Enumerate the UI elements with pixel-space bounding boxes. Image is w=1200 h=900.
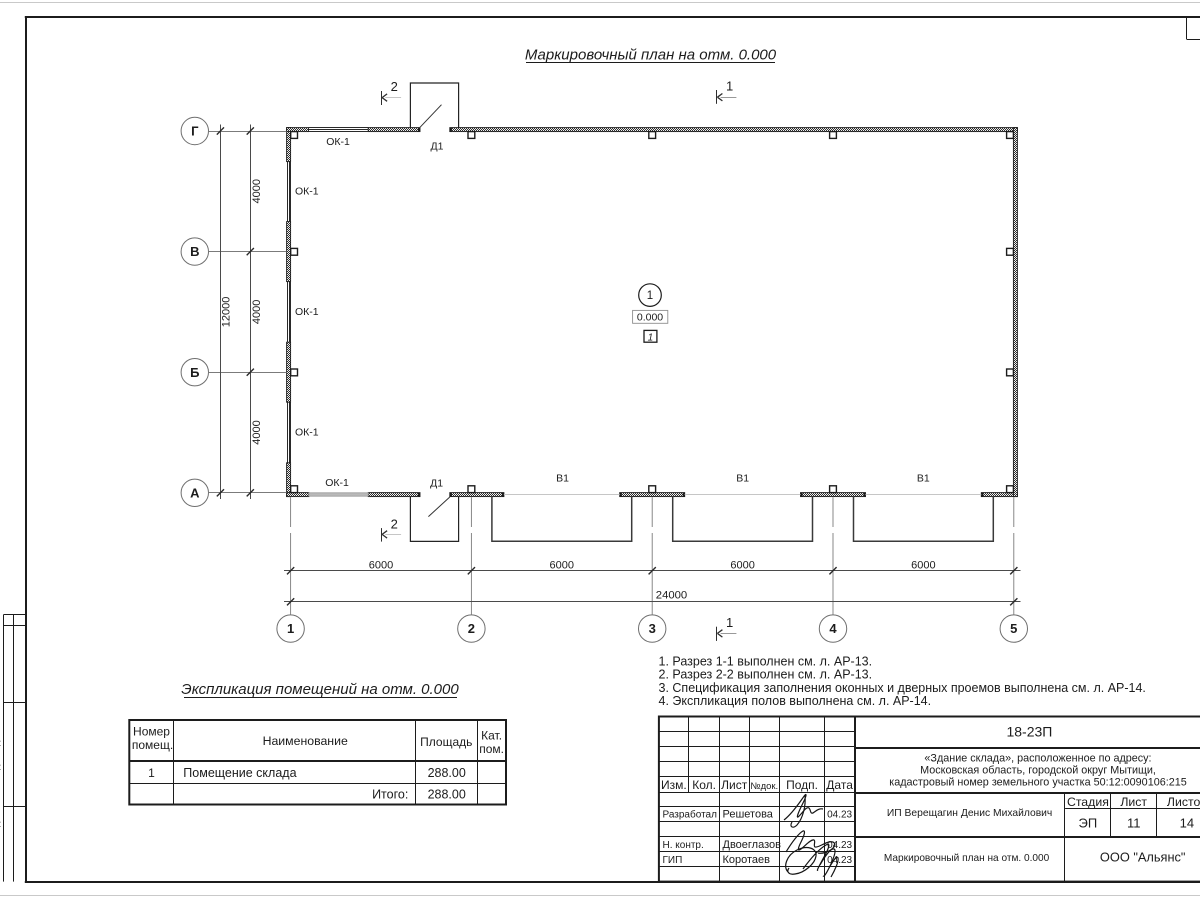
svg-text:Номер: Номер xyxy=(133,725,170,739)
svg-text:Н. контр.: Н. контр. xyxy=(663,840,704,851)
svg-text:2: 2 xyxy=(391,79,398,94)
svg-text:288.00: 288.00 xyxy=(428,788,466,802)
svg-text:1: 1 xyxy=(647,290,653,302)
svg-text:6000: 6000 xyxy=(911,559,935,571)
svg-text:04.23: 04.23 xyxy=(827,840,852,851)
svg-text:2: 2 xyxy=(468,621,475,636)
svg-text:1: 1 xyxy=(287,621,294,636)
svg-text:А: А xyxy=(190,485,200,500)
svg-text:1. Разрез 1-1 выполнен см. л.: 1. Разрез 1-1 выполнен см. л. АР-13. xyxy=(659,655,873,669)
svg-text:6000: 6000 xyxy=(730,559,754,571)
svg-text:ОК-1: ОК-1 xyxy=(295,306,319,318)
svg-text:Листов: Листов xyxy=(1167,795,1200,809)
svg-text:18-23П: 18-23П xyxy=(1006,724,1052,740)
svg-text:«Здание склада», расположенное: «Здание склада», расположенное по адресу… xyxy=(924,753,1151,765)
svg-text:1: 1 xyxy=(726,79,733,94)
svg-text:ООО "Альянс": ООО "Альянс" xyxy=(1100,849,1186,864)
svg-text:ОК-1: ОК-1 xyxy=(325,477,349,489)
svg-text:Д1: Д1 xyxy=(430,478,443,490)
svg-text:ОК-1: ОК-1 xyxy=(295,186,319,198)
svg-text:№док.: №док. xyxy=(750,781,778,792)
svg-text:2: 2 xyxy=(391,517,398,532)
svg-text:Подп.: Подп. xyxy=(786,778,818,792)
svg-text:ИП Верещагин Денис Михайлович: ИП Верещагин Денис Михайлович xyxy=(887,808,1052,819)
svg-text:В1: В1 xyxy=(556,473,569,485)
svg-text:Д1: Д1 xyxy=(431,141,444,153)
svg-text:4000: 4000 xyxy=(251,300,263,324)
svg-text:Лист: Лист xyxy=(721,778,748,792)
svg-text:1: 1 xyxy=(148,766,155,780)
svg-text:Итого:: Итого: xyxy=(372,788,408,802)
svg-text:4. Экспликация полов выполнена: 4. Экспликация полов выполнена см. л. АР… xyxy=(659,694,932,708)
svg-text:ОК-1: ОК-1 xyxy=(295,427,319,439)
svg-text:Площадь: Площадь xyxy=(420,735,472,749)
svg-text:пом.: пом. xyxy=(479,742,504,756)
svg-text:Кол.: Кол. xyxy=(692,778,716,792)
svg-text:14: 14 xyxy=(1180,816,1194,831)
svg-text:3. Спецификация заполнения око: 3. Спецификация заполнения оконных и две… xyxy=(659,681,1146,695)
svg-text:0.000: 0.000 xyxy=(637,312,663,324)
svg-text:Маркировочный план на отм. 0.0: Маркировочный план на отм. 0.000 xyxy=(884,853,1050,864)
svg-text:1: 1 xyxy=(648,332,654,343)
svg-text:Наименование: Наименование xyxy=(263,734,348,748)
svg-text:ЭП: ЭП xyxy=(1079,816,1098,831)
svg-text:Подп. и дата: Подп. и дата xyxy=(0,725,2,782)
svg-text:Стадия: Стадия xyxy=(1067,795,1109,809)
svg-text:кадастровый номер земельного у: кадастровый номер земельного участка 50:… xyxy=(889,776,1186,788)
svg-text:04.23: 04.23 xyxy=(827,810,852,821)
svg-text:помещ.: помещ. xyxy=(132,738,173,752)
svg-text:5: 5 xyxy=(1010,621,1017,636)
svg-text:Взам. инв. №: Взам. инв. № xyxy=(0,634,2,693)
svg-text:Решетова: Решетова xyxy=(723,809,774,821)
svg-text:Г: Г xyxy=(191,124,199,139)
svg-text:Маркировочный план на отм. 0.0: Маркировочный план на отм. 0.000 xyxy=(525,47,777,64)
svg-text:11: 11 xyxy=(1127,816,1141,831)
svg-text:Лист: Лист xyxy=(1120,795,1147,809)
svg-text:Двоеглазов: Двоеглазов xyxy=(723,839,782,851)
svg-text:Кат.: Кат. xyxy=(481,729,502,743)
svg-text:1: 1 xyxy=(726,615,733,630)
svg-text:Инв. № подл.: Инв. № подл. xyxy=(0,813,2,872)
svg-text:4000: 4000 xyxy=(251,179,263,203)
svg-text:ОК-1: ОК-1 xyxy=(326,136,350,148)
svg-text:Помещение склада: Помещение склада xyxy=(183,766,296,780)
svg-text:2. Разрез 2-2 выполнен см. л.: 2. Разрез 2-2 выполнен см. л. АР-13. xyxy=(659,668,873,682)
svg-text:12000: 12000 xyxy=(220,297,232,328)
svg-text:4: 4 xyxy=(829,621,837,636)
svg-text:288.00: 288.00 xyxy=(428,766,466,780)
svg-text:ГИП: ГИП xyxy=(663,855,683,866)
svg-text:04.23: 04.23 xyxy=(827,855,852,866)
svg-text:6000: 6000 xyxy=(550,559,574,571)
svg-text:Изм.: Изм. xyxy=(661,778,687,792)
svg-text:6000: 6000 xyxy=(369,559,393,571)
svg-text:24000: 24000 xyxy=(656,590,687,602)
svg-text:Московская область, городской: Московская область, городской округ Мыти… xyxy=(920,765,1156,777)
svg-text:В1: В1 xyxy=(917,473,930,485)
svg-text:Дата: Дата xyxy=(826,778,853,792)
svg-text:Б: Б xyxy=(190,365,199,380)
svg-text:В1: В1 xyxy=(736,473,749,485)
svg-text:Разработал: Разработал xyxy=(663,809,718,821)
svg-text:4000: 4000 xyxy=(251,420,263,444)
svg-text:В: В xyxy=(190,244,199,259)
svg-text:Коротаев: Коротаев xyxy=(723,854,771,866)
svg-text:3: 3 xyxy=(649,621,656,636)
svg-text:Экспликация помещений на отм.: Экспликация помещений на отм. 0.000 xyxy=(181,681,459,698)
